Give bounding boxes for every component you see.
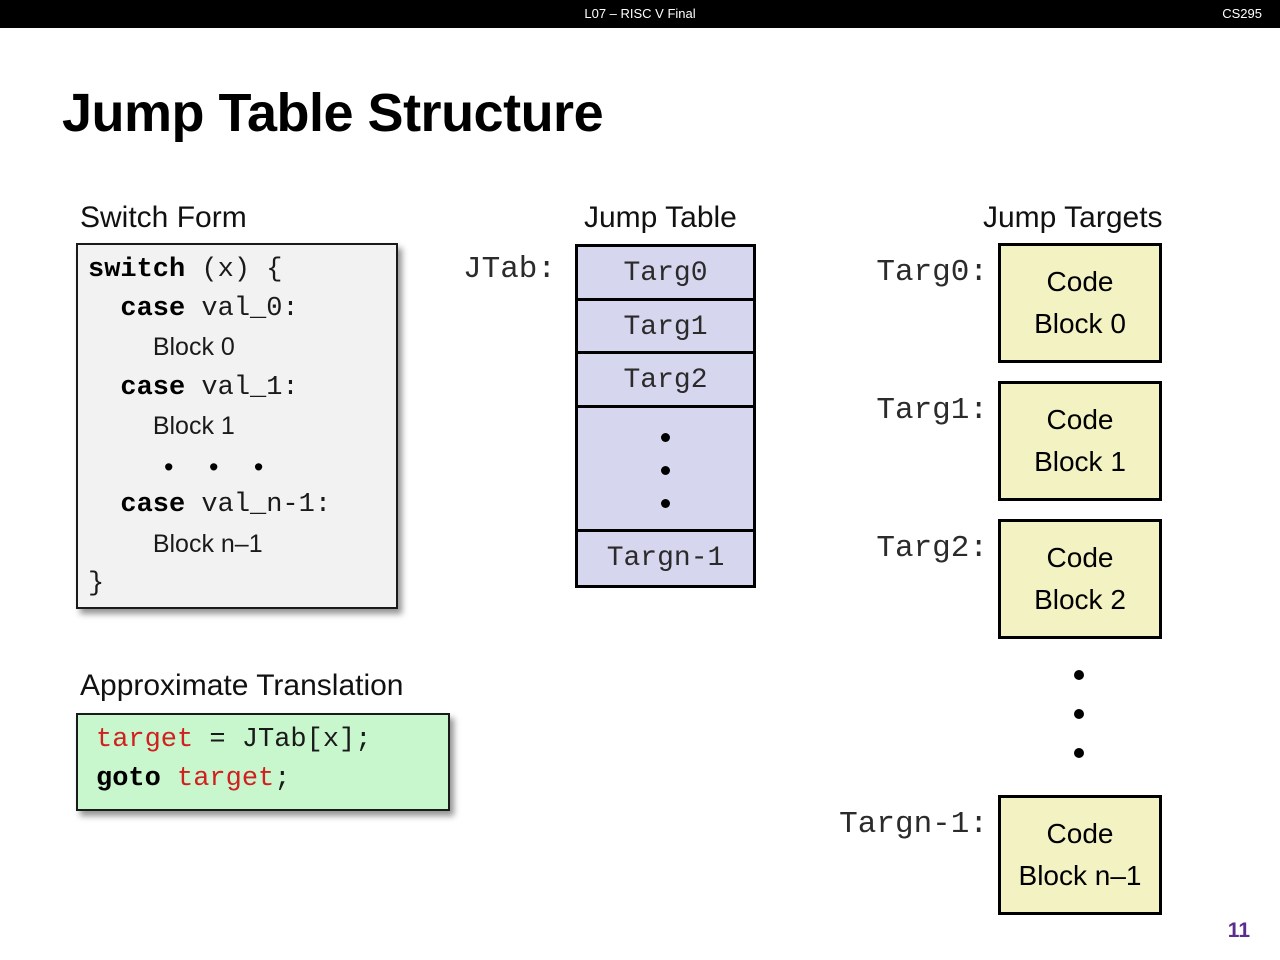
code-block-line-2: Block n–1 xyxy=(1018,860,1142,891)
block-label-1: Block 1 xyxy=(152,412,235,440)
ellipsis-dot-icon xyxy=(1074,670,1084,680)
switch-code-line-4: case val_1: xyxy=(88,369,396,408)
ellipsis-dot-icon xyxy=(661,432,670,442)
case-keyword-1: case xyxy=(120,372,186,403)
switch-code-line-1: switch (x) { xyxy=(88,251,396,290)
switch-form-heading: Switch Form xyxy=(80,201,247,234)
case-keyword-0: case xyxy=(120,293,186,324)
jump-table-diagram: Targ0 Targ1 Targ2 Targn-1 xyxy=(575,244,756,588)
ellipsis-dot-icon xyxy=(1074,748,1084,758)
jump-table-ellipsis-cell xyxy=(578,408,753,532)
translation-code-line-2: goto target; xyxy=(96,760,448,799)
switch-code-line-2: case val_0: xyxy=(88,290,396,329)
block-label-0: Block 0 xyxy=(152,333,235,361)
code-block-line-1: Code xyxy=(1046,542,1114,573)
jump-targets-ellipsis xyxy=(1074,670,1084,765)
target-variable-2: target xyxy=(160,763,275,794)
code-block-line-1: Code xyxy=(1046,266,1114,297)
switch-keyword: switch xyxy=(88,255,186,285)
target-variable-1: target xyxy=(96,725,194,755)
block-label-n: Block n–1 xyxy=(152,529,263,558)
course-code: CS295 xyxy=(1222,6,1262,21)
code-block-box: Code Block 2 xyxy=(998,519,1162,639)
translation-semicolon: ; xyxy=(274,763,291,794)
jump-target-label: Targn-1: xyxy=(839,807,988,842)
switch-ellipsis: • • • xyxy=(164,451,278,482)
lecture-title: L07 – RISC V Final xyxy=(584,6,696,21)
page-number: 11 xyxy=(1227,919,1250,942)
jump-target-label: Targ2: xyxy=(876,531,988,566)
page-title: Jump Table Structure xyxy=(62,83,604,143)
code-block-line-2: Block 0 xyxy=(1034,308,1126,339)
code-block-line-2: Block 2 xyxy=(1034,584,1126,615)
jump-targets-heading: Jump Targets xyxy=(983,201,1163,234)
code-block-box: Code Block n–1 xyxy=(998,795,1162,915)
code-block-box: Code Block 0 xyxy=(998,243,1162,363)
ellipsis-dot-icon xyxy=(1074,709,1084,719)
switch-code-line-7: case val_n-1: xyxy=(88,486,396,525)
goto-keyword: goto xyxy=(96,763,161,794)
jump-table-heading: Jump Table xyxy=(584,201,737,234)
switch-code-line-8: Block n–1 xyxy=(88,525,396,566)
code-block-line-1: Code xyxy=(1046,404,1114,435)
switch-form-code-box: switch (x) { case val_0: Block 0 case va… xyxy=(76,243,398,609)
approximate-translation-code-box: target = JTab[x]; goto target; xyxy=(76,713,450,811)
jump-table-cell: Targ1 xyxy=(578,301,753,354)
code-block-line-2: Block 1 xyxy=(1034,446,1126,477)
switch-code-line-5: Block 1 xyxy=(88,407,396,448)
jump-table-cell: Targn-1 xyxy=(606,542,725,574)
switch-code-line-9: } xyxy=(88,569,105,599)
ellipsis-dot-icon xyxy=(661,498,670,508)
code-block-line-1: Code xyxy=(1046,818,1114,849)
code-block-box: Code Block 1 xyxy=(998,381,1162,501)
switch-line1-rest: (x) { xyxy=(185,255,283,285)
case-keyword-n: case xyxy=(120,490,186,520)
jump-table-cell: Targ2 xyxy=(578,354,753,408)
jump-table-cell: Targ0 xyxy=(578,247,753,301)
translation-assignment: = JTab[x]; xyxy=(193,725,372,755)
slide-header-bar: L07 – RISC V Final CS295 xyxy=(0,0,1280,28)
case-value-1: val_1: xyxy=(185,372,299,403)
ellipsis-dot-icon xyxy=(661,465,670,475)
translation-code-line-1: target = JTab[x]; xyxy=(96,721,448,760)
jtab-pointer-label: JTab: xyxy=(463,252,557,287)
approximate-translation-heading: Approximate Translation xyxy=(80,669,404,702)
jump-target-label: Targ0: xyxy=(876,255,988,290)
case-value-0: val_0: xyxy=(185,293,299,324)
switch-code-line-3: Block 0 xyxy=(88,328,396,369)
case-value-n: val_n-1: xyxy=(185,490,332,520)
jump-target-label: Targ1: xyxy=(876,393,988,428)
